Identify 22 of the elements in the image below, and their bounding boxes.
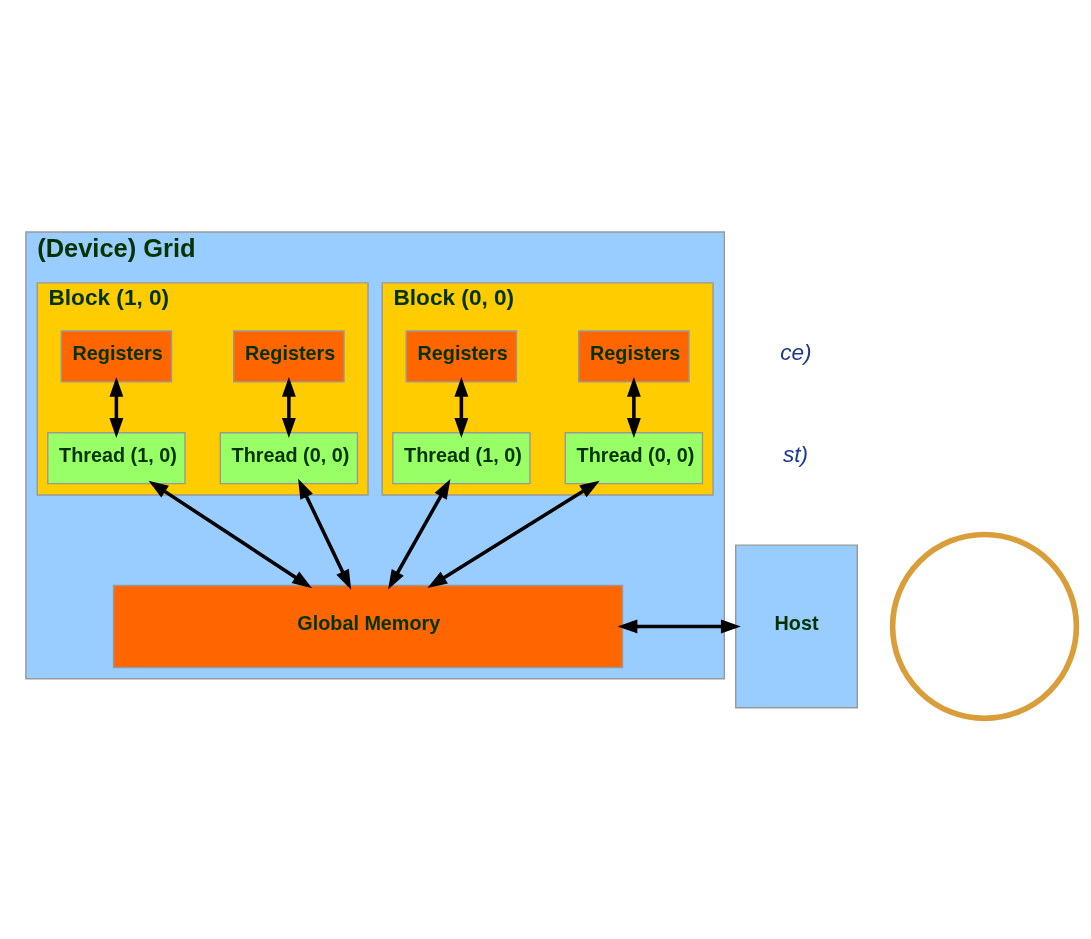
arrow <box>617 619 741 634</box>
arrow <box>454 376 469 438</box>
arrow <box>109 376 124 438</box>
arrow <box>427 480 600 589</box>
node-box: Host <box>734 544 858 709</box>
node-box: Thread (0, 0) <box>219 432 359 485</box>
arrow <box>148 480 313 589</box>
node-box: Registers <box>405 330 518 383</box>
arrow <box>388 479 451 590</box>
label: ce) <box>780 340 812 366</box>
node-box: Thread (1, 0) <box>47 432 186 485</box>
node-box: Registers <box>233 330 345 383</box>
node-box: Thread (1, 0) <box>392 432 531 485</box>
label: st) <box>783 442 809 468</box>
node-box: Thread (0, 0) <box>564 432 704 485</box>
node-box: Registers <box>60 330 173 383</box>
arrow <box>626 376 641 438</box>
node-box: Global Memory <box>112 584 624 669</box>
arrow <box>298 478 352 590</box>
arrow <box>281 376 296 438</box>
node-box: Registers <box>578 330 690 383</box>
node-circle <box>889 531 1080 722</box>
